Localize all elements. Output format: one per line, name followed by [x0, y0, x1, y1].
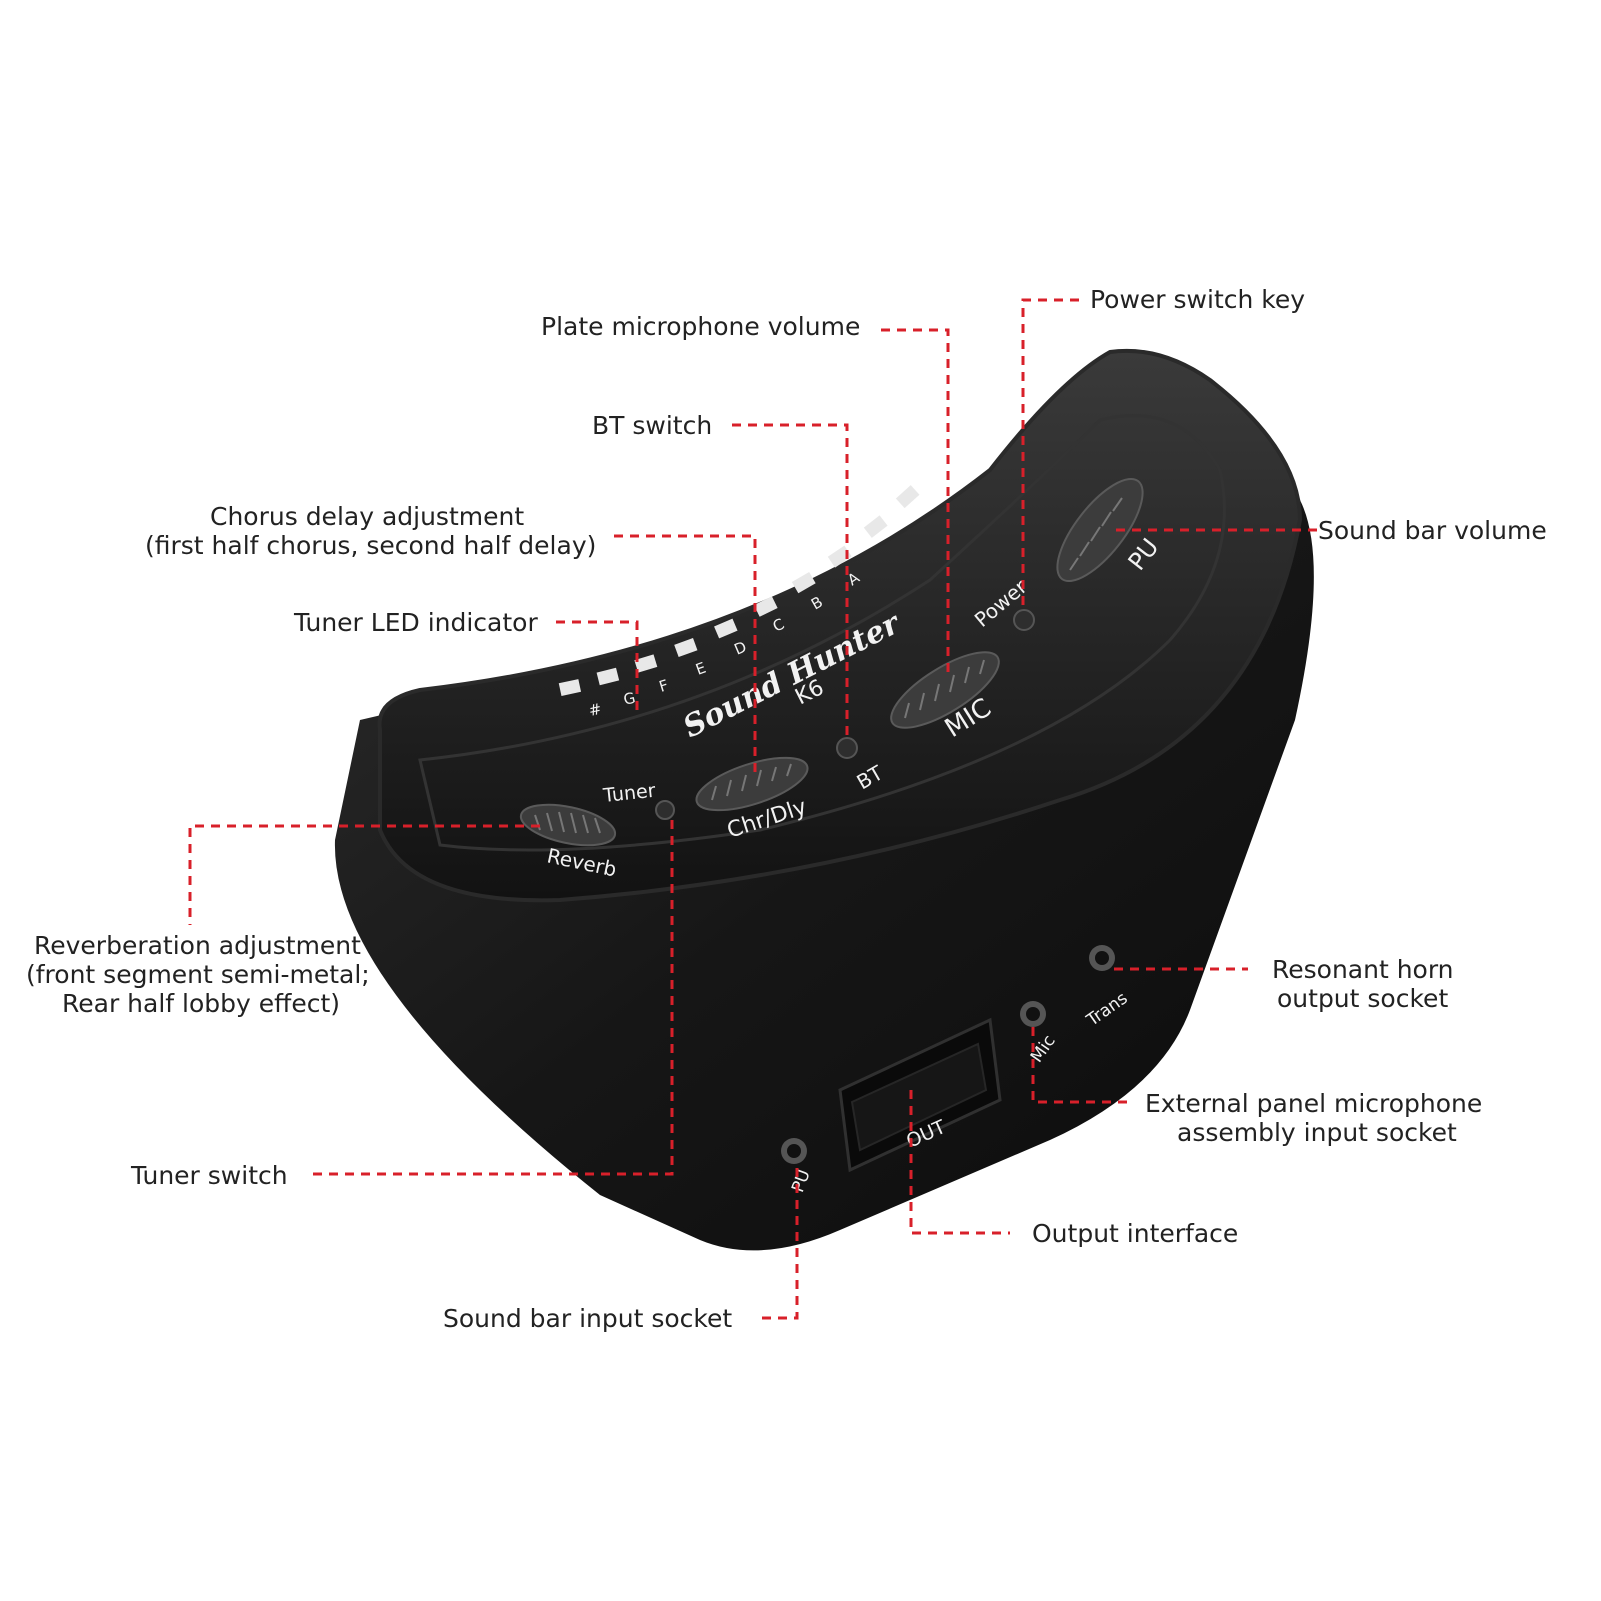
callout-ext-mic-line2: assembly input socket	[1177, 1118, 1457, 1147]
callout-plate-mic-volume: Plate microphone volume	[541, 312, 861, 341]
callout-bt-switch: BT switch	[592, 411, 713, 440]
leader-output	[909, 1090, 1010, 1235]
output-port-inner	[850, 1042, 988, 1152]
leader-bt	[725, 423, 849, 735]
led-note-sharp: #	[587, 700, 603, 720]
leader-power	[1021, 298, 1082, 605]
mic-input-socket[interactable]	[1020, 1001, 1046, 1027]
panel-rim	[418, 414, 1226, 852]
bt-switch-button[interactable]	[836, 737, 858, 759]
callout-chorus-line2: (first half chorus, second half delay)	[145, 531, 597, 560]
callout-tuner-led: Tuner LED indicator	[294, 608, 538, 637]
chorus-delay-wheel[interactable]	[691, 747, 814, 821]
tuner-switch-button[interactable]	[655, 800, 675, 820]
leader-reverb	[188, 824, 540, 925]
leader-tuner-led	[552, 620, 639, 710]
power-switch-button[interactable]	[1013, 609, 1035, 631]
callout-power-switch-key: Power switch key	[1090, 285, 1306, 314]
callout-reverb-line2: (front segment semi-metal;	[26, 960, 370, 989]
callout-resonant-line1: Resonant horn	[1272, 955, 1454, 984]
led-strip	[558, 485, 920, 696]
callout-resonant-line2: output socket	[1277, 984, 1449, 1013]
leader-tuner-switch	[308, 820, 674, 1176]
callout-output-interface: Output interface	[1032, 1219, 1239, 1248]
pu-wheel-ridges	[1069, 497, 1123, 571]
callout-reverb-line1: Reverberation adjustment	[34, 931, 361, 960]
chorus-delay-wheel-ridges	[711, 763, 792, 801]
leader-lines	[188, 298, 1318, 1320]
resonant-horn-socket[interactable]	[1089, 945, 1115, 971]
pu-input-socket[interactable]	[781, 1138, 807, 1164]
callout-sound-bar-input: Sound bar input socket	[443, 1304, 733, 1333]
mic-wheel-ridges	[904, 659, 985, 719]
callout-sound-bar-volume: Sound bar volume	[1318, 516, 1547, 545]
callout-tuner-switch: Tuner switch	[131, 1161, 288, 1190]
led-note-g: G	[622, 689, 638, 709]
mic-volume-wheel[interactable]	[881, 638, 1009, 741]
callout-chorus-line1: Chorus delay adjustment	[210, 502, 525, 531]
leader-ext-mic	[1031, 1027, 1130, 1104]
leader-sound-bar-input	[756, 1168, 799, 1320]
callout-ext-mic-line1: External panel microphone	[1145, 1089, 1483, 1118]
reverb-wheel[interactable]	[517, 797, 618, 852]
callout-reverb-line3: Rear half lobby effect)	[62, 989, 341, 1018]
pu-volume-wheel[interactable]	[1043, 466, 1157, 593]
device-top-panel	[377, 348, 1303, 903]
leader-plate-mic	[878, 328, 950, 672]
